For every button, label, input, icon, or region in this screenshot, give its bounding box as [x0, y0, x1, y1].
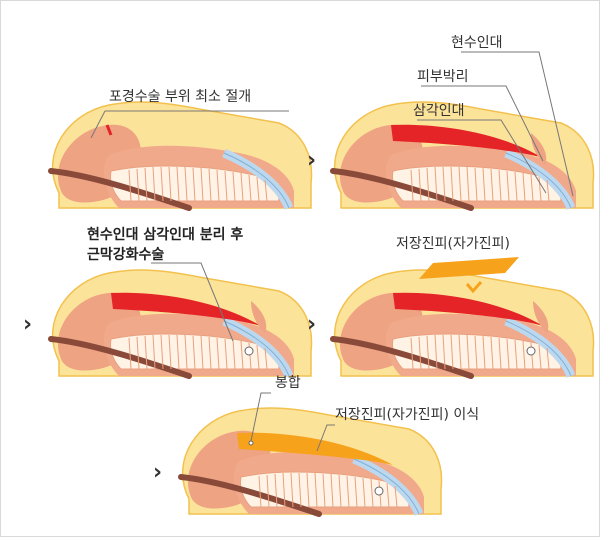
panel-3 [51, 270, 312, 376]
arrow-4: › [153, 460, 162, 485]
label-suture: 봉합 [275, 375, 301, 391]
ligament-knot-icon [244, 346, 254, 356]
label-triangular: 삼각인대 [413, 103, 465, 119]
graft-piece [419, 257, 519, 279]
panel-2 [333, 102, 594, 208]
ligament-knot-icon [526, 346, 536, 356]
skin-flap [531, 133, 547, 165]
leader-triangular [417, 119, 547, 194]
transplanted-graft [237, 432, 393, 465]
leader-separation [151, 262, 234, 342]
label-graft: 저장진피(자가진피) [396, 236, 510, 252]
leader-incision [90, 110, 106, 139]
leader-graft-transplant [316, 424, 335, 452]
leader-skin-detach [421, 85, 544, 162]
suture-point-icon [248, 440, 254, 446]
label-suspensory: 현수인대 [451, 35, 503, 51]
arrow-1: › [307, 148, 316, 173]
down-check-icon [465, 281, 483, 294]
arrow-3: › [307, 312, 316, 337]
incision-mark [105, 124, 113, 136]
panel-1 [51, 102, 312, 208]
label-separation-line2: 근막강화수술 [87, 246, 164, 263]
dermal-layer [391, 124, 543, 158]
leader-suture [250, 392, 271, 442]
panel-5 [181, 408, 442, 514]
ligament-knot-icon [374, 486, 384, 496]
label-separation-line1: 현수인대 삼각인대 분리 후 [87, 226, 243, 243]
arrow-2: › [23, 312, 32, 337]
panel-4 [333, 270, 594, 376]
label-skin-detach: 피부박리 [417, 69, 469, 85]
label-incision: 포경수술 부위 최소 절개 [109, 89, 251, 105]
label-graft-transplant: 저장진피(자가진피) 이식 [335, 407, 479, 423]
leader-suspensory [461, 51, 574, 197]
